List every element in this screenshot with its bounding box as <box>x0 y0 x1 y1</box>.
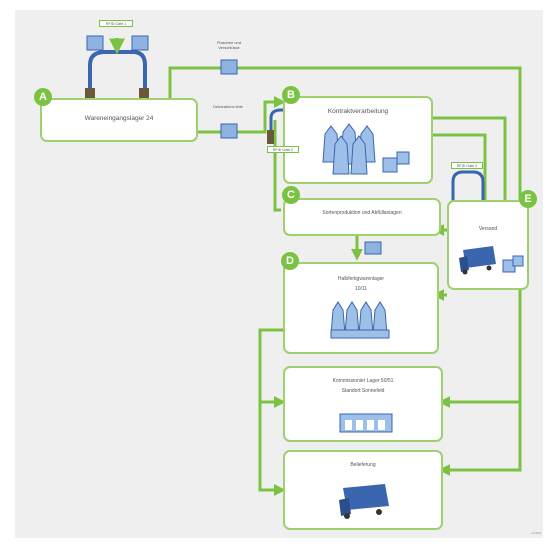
flow-e-down <box>438 290 522 476</box>
versand-truck-icon <box>459 246 524 275</box>
rfid-gate-1-label: RFID Gate 1 <box>99 20 133 27</box>
truck-icon <box>339 484 389 519</box>
node-c-badge: C <box>282 186 300 204</box>
node-k-label-2: Standort Sonnefeld <box>341 388 385 394</box>
footer-code: ALIF06 <box>531 531 541 536</box>
node-bel-box: Belieferung <box>283 450 443 530</box>
diagram-canvas: Wareneingangslager 24 A Kontraktverarbei… <box>15 10 543 538</box>
rfid-gate-3-label: RFID Gate 3 <box>451 162 483 169</box>
node-e-label: Versand <box>478 226 498 232</box>
flow-b-to-e-2 <box>431 133 487 200</box>
node-d-label-2: 10/11 <box>354 286 368 292</box>
node-a-label: Wareneingangslager 24 <box>84 115 154 122</box>
dekoration-label: Dekorations teile <box>213 104 243 109</box>
flaschen-crate <box>220 59 238 75</box>
flow-a-top <box>168 66 522 200</box>
halbfertig-crate <box>364 241 382 255</box>
flow-d-left <box>258 328 286 496</box>
flow-b-to-e-1 <box>431 116 507 200</box>
bottles-icon <box>322 123 410 175</box>
node-c-label: Sortenproduktion und Abfüllanlagen <box>322 210 402 216</box>
node-e-badge: E <box>519 190 537 208</box>
node-k-label-1: Kommissionier Lager 50/51 <box>332 378 394 384</box>
rfid-gate-2-label: RFID Gate 2 <box>267 146 299 153</box>
node-b-badge: B <box>282 86 300 104</box>
shelf-icon <box>339 413 393 433</box>
node-b-label: Kontraktverarbeitung <box>327 108 389 115</box>
flaschen-label: Flaschen und Verschlüsse <box>216 40 241 51</box>
node-d-label-1: Halbfertigwarenlager <box>337 276 385 282</box>
node-b-box: Kontraktverarbeitung <box>283 96 433 184</box>
node-a-box: Wareneingangslager 24 <box>40 98 198 142</box>
flow-b-to-c <box>273 120 281 212</box>
dekoration-crate <box>220 123 238 139</box>
stock-bottles-icon <box>330 301 390 339</box>
node-e-box: Versand <box>447 200 529 290</box>
node-c-box: Sortenproduktion und Abfüllanlagen <box>283 198 441 236</box>
node-bel-label: Belieferung <box>350 462 376 468</box>
node-k-box: Kommissionier Lager 50/51 Standort Sonne… <box>283 366 443 442</box>
node-d-badge: D <box>281 252 299 270</box>
node-a-badge: A <box>34 88 52 106</box>
node-d-box: Halbfertigwarenlager 10/11 <box>283 262 439 354</box>
